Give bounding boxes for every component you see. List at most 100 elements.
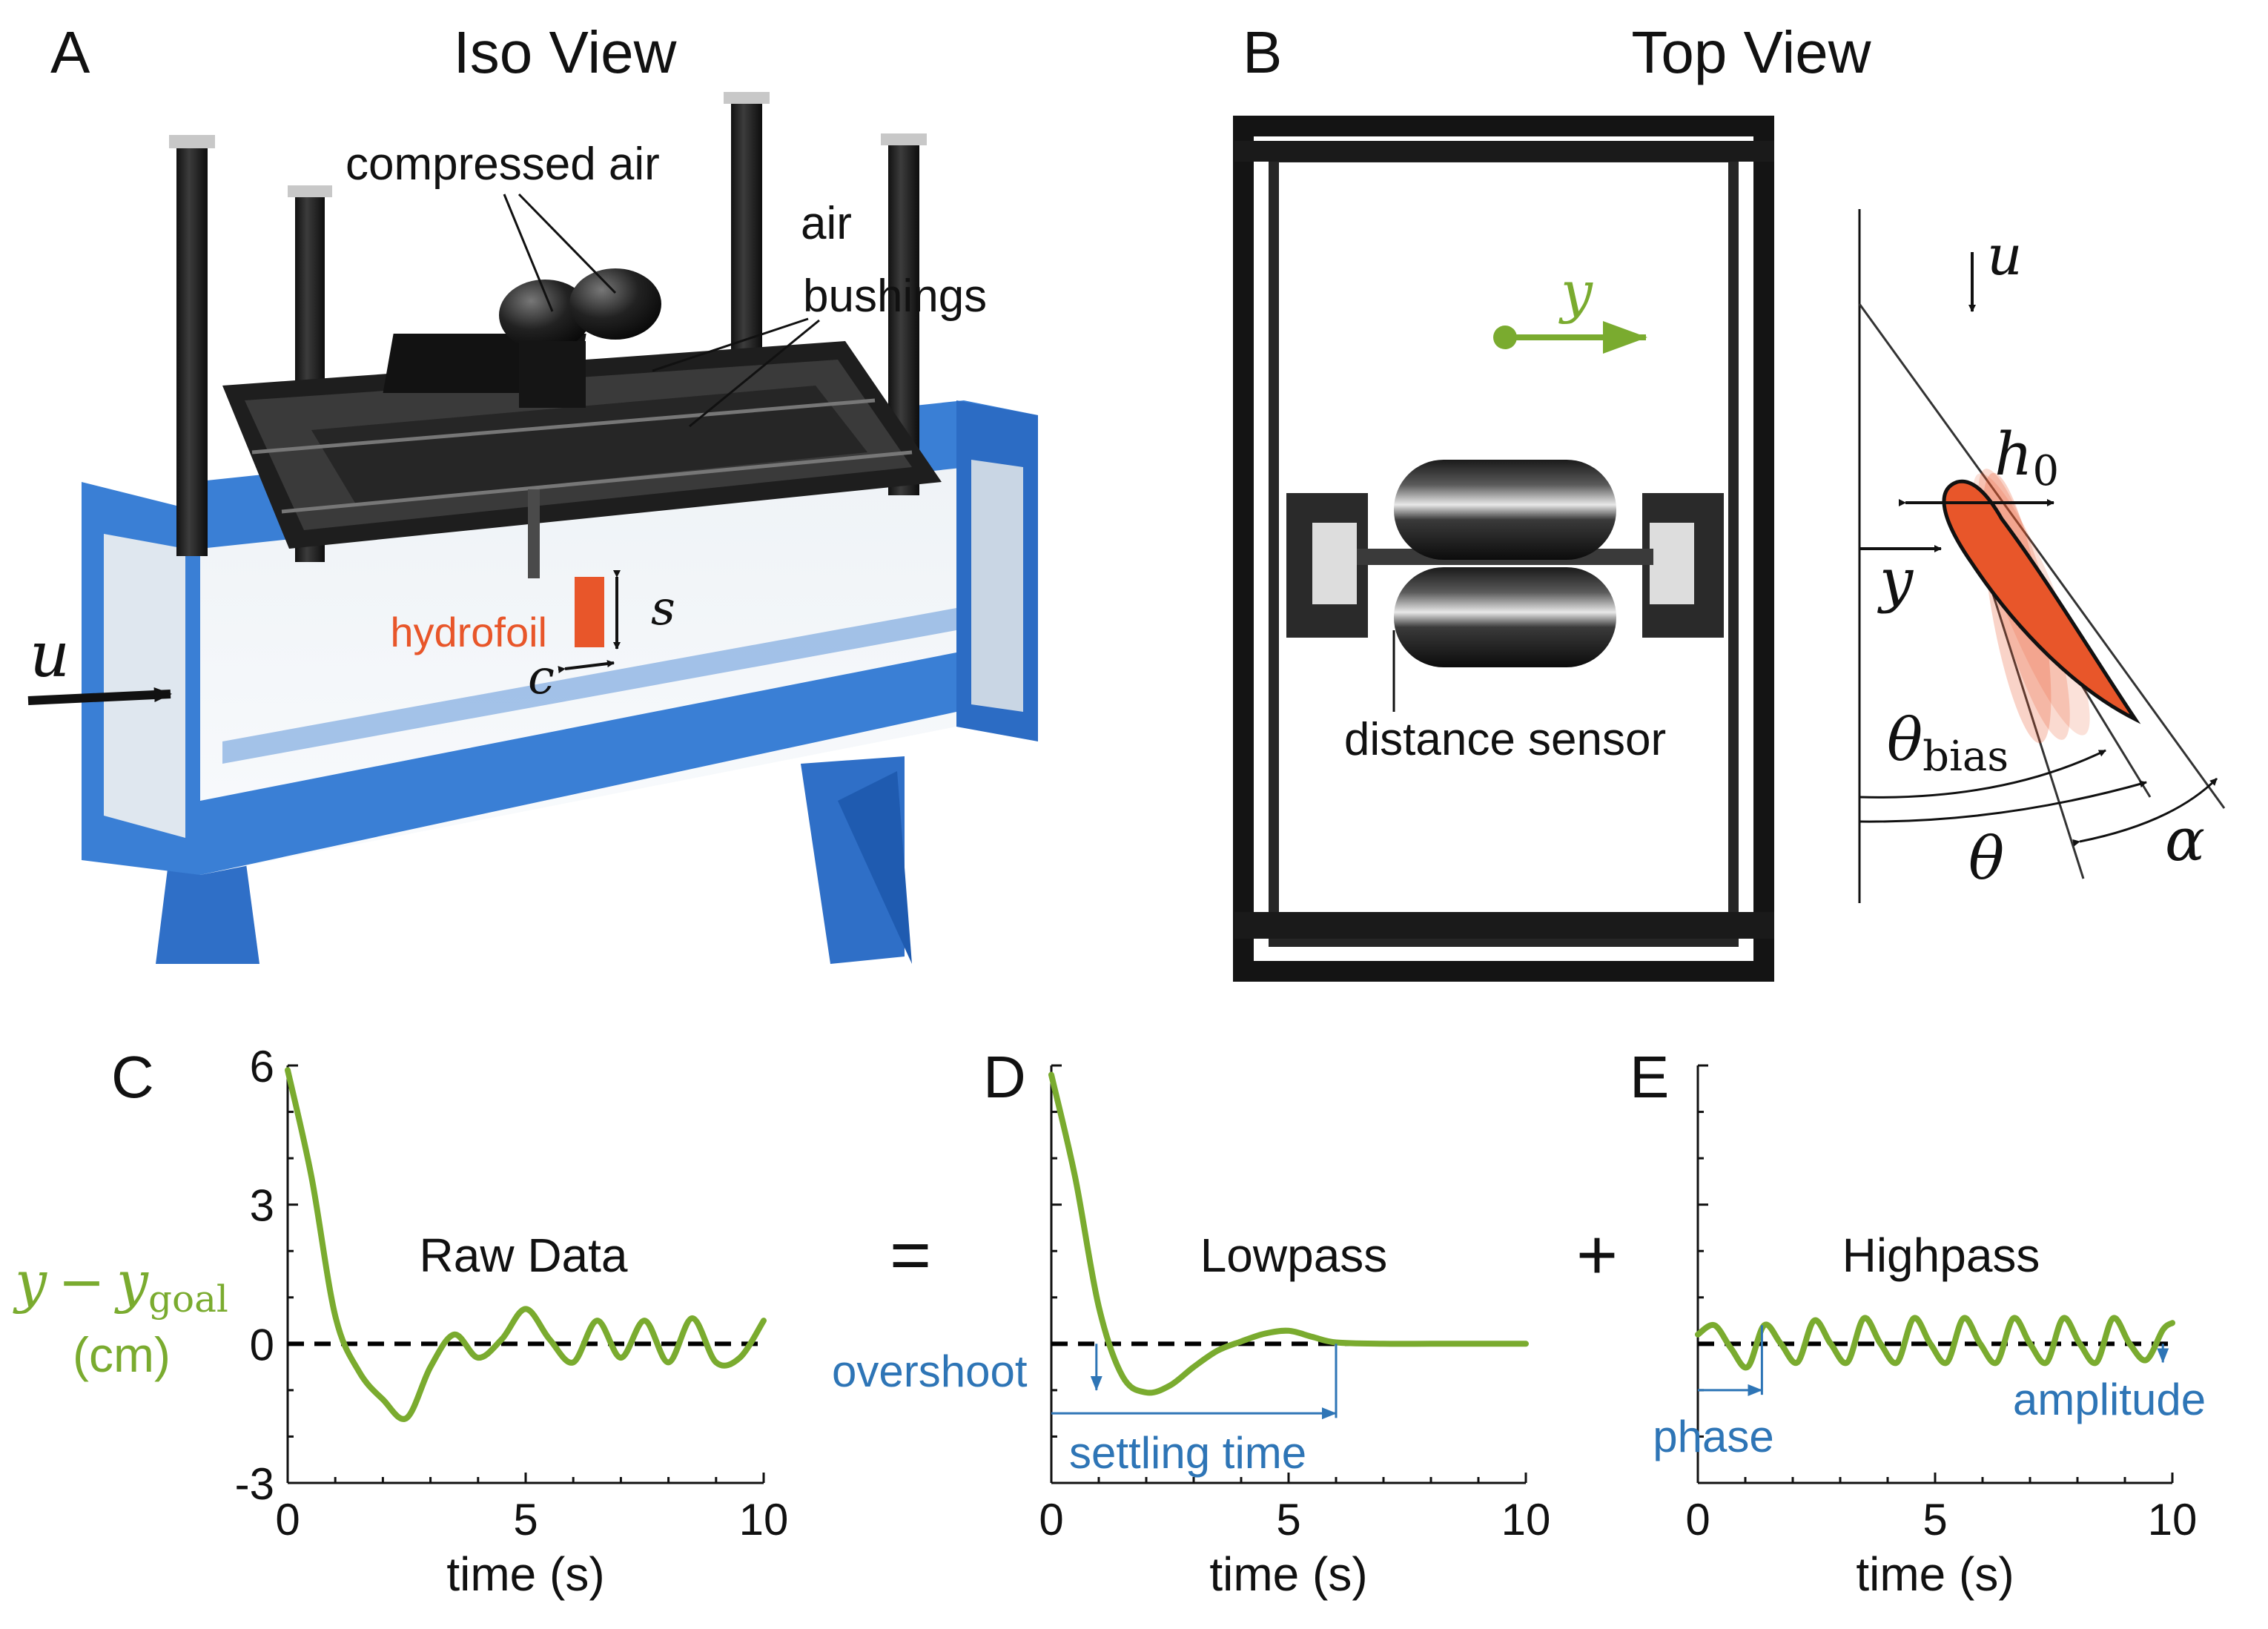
equals-sign: = [890, 1215, 931, 1295]
panel-b-letter: B [1243, 19, 1282, 85]
carriage-bushing [1312, 523, 1357, 604]
flow-label-b: u [1987, 224, 2023, 288]
y-tick-label: 6 [250, 1042, 274, 1091]
x-axis-label: time (s) [446, 1547, 604, 1601]
alpha-label: α [2165, 805, 2205, 874]
panel-b-title: Top View [1631, 19, 1871, 85]
post-cap [288, 185, 332, 197]
gantry-rail [281, 450, 913, 514]
amplitude-label: amplitude [2013, 1375, 2206, 1424]
panel-a-letter: A [50, 19, 90, 85]
x-tick-label: 5 [1922, 1495, 1947, 1544]
phase-label: phase [1653, 1412, 1773, 1461]
flume-bottom-rail [200, 652, 956, 875]
air-tank [1394, 460, 1616, 560]
chord-label: c [528, 650, 555, 705]
flume-leg [156, 845, 259, 964]
alpha-arc [2072, 777, 2218, 847]
flow-label: u [30, 618, 70, 691]
top-view-render [1233, 116, 1774, 982]
tank-stand [519, 341, 586, 408]
y-label-b: y [1877, 546, 1914, 615]
outer-frame [1233, 116, 1774, 982]
theta-arc [1859, 780, 2147, 823]
post-cap [724, 92, 770, 104]
axes-d: 0 5 10 time (s) [1039, 1064, 1551, 1601]
panel-a: A Iso View [27, 19, 1038, 964]
theta-bias-label: θbias [1887, 705, 2009, 781]
compressed-air-leader [518, 193, 617, 294]
gantry-post [176, 141, 208, 556]
x-tick-label: 0 [275, 1495, 300, 1544]
chord-arrow [558, 660, 615, 674]
foil-shaft [528, 489, 540, 578]
h0-label: h0 [1994, 420, 2059, 495]
raw-data-title: Raw Data [420, 1229, 628, 1282]
y-label: y [1558, 259, 1593, 325]
ylabel-c: y − ygoal [13, 1249, 228, 1321]
x-tick-label: 10 [739, 1495, 789, 1544]
frame-crossbar [1234, 912, 1774, 939]
air-tank [1394, 567, 1616, 667]
x-tick-label: 10 [2148, 1495, 2198, 1544]
lowpass-title: Lowpass [1200, 1229, 1388, 1282]
hydrofoil-section [1942, 479, 2141, 724]
air-label: air [801, 198, 852, 249]
panel-d-letter: D [983, 1044, 1026, 1110]
x-axis-label: time (s) [1856, 1547, 2014, 1601]
bushings-leader [689, 319, 820, 428]
carriage-bushing [1650, 523, 1694, 604]
panel-e-letter: E [1630, 1044, 1669, 1110]
y-tick-label: -3 [235, 1459, 274, 1509]
distance-sensor-label: distance sensor [1344, 714, 1666, 765]
x-tick-label: 10 [1501, 1495, 1551, 1544]
y-tick-label: 0 [250, 1320, 274, 1369]
theta-label: θ [1968, 824, 2004, 893]
gantry-render [169, 92, 942, 578]
post-cap [169, 135, 215, 148]
theta-bias-arc [1859, 749, 2106, 799]
hydrofoil-marker [575, 577, 604, 647]
panel-d: D 0 5 10 time (s) Lowpass overshoot settlin… [832, 1044, 1550, 1601]
flow-arrow [27, 687, 172, 705]
x-tick-label: 0 [1039, 1495, 1063, 1544]
signal-line [1695, 1315, 2175, 1371]
air-tank [499, 280, 591, 351]
compressed-air-leader [503, 194, 554, 312]
ylabel-c-unit: (cm) [73, 1327, 171, 1382]
signal-line [285, 1067, 767, 1422]
flume-far-window [971, 460, 1023, 712]
x-tick-label: 5 [513, 1495, 538, 1544]
signal-line [1048, 1071, 1529, 1396]
flume-end-window [104, 534, 185, 838]
post-cap [881, 133, 927, 145]
panel-a-title: Iso View [454, 19, 677, 85]
foil-geometry-diagram: u h0 y θbias θ α [1858, 209, 2226, 903]
plus-sign: + [1576, 1215, 1618, 1295]
compressed-air-label: compressed air [346, 139, 660, 190]
lowpass-annotations [1051, 1344, 1338, 1420]
panel-b: B Top View y distance sensor [1233, 19, 1871, 982]
x-tick-label: 5 [1276, 1495, 1300, 1544]
gantry-carriage [311, 386, 867, 504]
highpass-annotations [1698, 1325, 2169, 1396]
overshoot-label: overshoot [832, 1347, 1028, 1396]
x-tick-label: 0 [1685, 1495, 1710, 1544]
frame-crossbar [1234, 141, 1774, 162]
flume-leg-brace [838, 771, 912, 964]
bushings-leader [652, 317, 809, 372]
axes-e: 0 5 10 time (s) [1685, 1064, 2198, 1601]
span-label: s [651, 581, 675, 636]
x-axis-label: time (s) [1209, 1547, 1367, 1601]
hydrofoil-label: hydrofoil [390, 609, 547, 655]
bushings-label: bushings [803, 271, 987, 322]
gantry-rail [251, 398, 876, 455]
reference-line [1858, 303, 2226, 809]
y-tick-label: 3 [250, 1181, 274, 1231]
air-tank [569, 268, 661, 340]
panel-c-letter: C [111, 1044, 154, 1110]
settling-time-label: settling time [1069, 1428, 1306, 1478]
